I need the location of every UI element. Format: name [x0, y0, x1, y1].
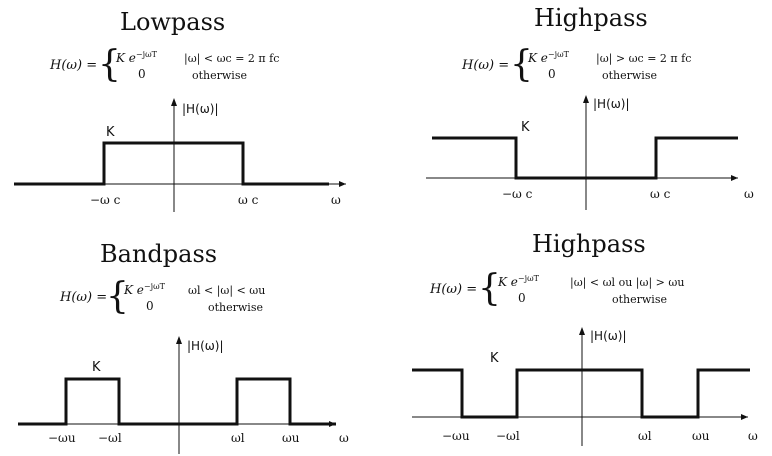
formula-zero: 0 [518, 291, 526, 305]
bandpass-title: Bandpass [100, 240, 218, 268]
tick-neg-omega-c: −ω c [90, 193, 121, 207]
x-axis-label: ω [748, 429, 758, 443]
tick-neg-omega-c: −ω c [502, 187, 533, 201]
formula-lhs: H(ω) = [50, 58, 98, 73]
tick-omega-u: ωu [692, 429, 710, 443]
formula-otherwise: otherwise [602, 69, 657, 82]
bandpass-plot: |H(ω)| K −ωu −ωl ωl ωu ω [18, 336, 349, 454]
y-axis-arrow [583, 95, 589, 103]
highpass-2-plot: |H(ω)| K −ωu −ωl ωl ωu ω [412, 327, 758, 446]
highpass-panel-2: Highpass H(ω) = { K e−jωT |ω| < ωl ou |ω… [386, 228, 772, 456]
y-axis-label: |H(ω)| [187, 339, 224, 353]
gain-label: K [106, 125, 115, 140]
highpass-1-title: Highpass [534, 4, 648, 32]
highpass-panel-1: Highpass H(ω) = { K e−jωT |ω| > ωc = 2 π… [386, 0, 772, 228]
formula-otherwise: otherwise [612, 293, 667, 306]
y-axis-label: |H(ω)| [590, 329, 627, 343]
formula-condition: ωl < |ω| < ωu [188, 284, 266, 297]
gain-label: K [490, 351, 499, 366]
x-axis-arrow [741, 414, 748, 420]
response-curve [432, 136, 738, 180]
formula-term-exp: −jωT [143, 282, 165, 291]
response-curve [18, 377, 336, 426]
formula-term-exp: −jωT [547, 50, 569, 59]
response-curve [412, 368, 750, 419]
formula-term-exp: −jωT [517, 274, 539, 283]
gain-label: K [521, 120, 530, 135]
response-curve [14, 141, 329, 186]
formula-term: K e−jωT [498, 274, 539, 289]
gain-label: K [92, 360, 101, 375]
tick-neg-omega-l: −ωl [496, 429, 520, 443]
formula-lhs: H(ω) = [430, 282, 478, 297]
highpass-2-title: Highpass [532, 230, 646, 258]
formula-term-base: K e [124, 283, 144, 297]
formula-term: K e−jωT [528, 50, 569, 65]
formula-condition: |ω| < ωc = 2 π fc [184, 52, 280, 65]
y-axis-arrow [579, 327, 585, 335]
formula-term-base: K e [498, 275, 518, 289]
formula-condition: |ω| > ωc = 2 π fc [596, 52, 692, 65]
tick-omega-c: ω c [650, 187, 671, 201]
tick-neg-omega-u: −ωu [442, 429, 470, 443]
y-axis-label: |H(ω)| [593, 97, 630, 111]
formula-otherwise: otherwise [192, 69, 247, 82]
formula-brace: { [98, 44, 121, 85]
formula-lhs: H(ω) = [60, 290, 108, 305]
formula-zero: 0 [548, 67, 556, 81]
x-axis-arrow [731, 175, 738, 181]
formula-otherwise: otherwise [208, 301, 263, 314]
formula-lhs: H(ω) = [462, 58, 510, 73]
y-axis-arrow [176, 336, 182, 344]
tick-omega-l: ωl [231, 431, 245, 445]
tick-neg-omega-u: −ωu [48, 431, 76, 445]
tick-omega-l: ωl [638, 429, 652, 443]
formula-zero: 0 [138, 67, 146, 81]
formula-condition: |ω| < ωl ou |ω| > ωu [570, 276, 685, 289]
y-axis-arrow [171, 98, 177, 106]
lowpass-plot: |H(ω)| K −ω c ω c ω [14, 98, 346, 212]
formula-term-base: K e [528, 51, 548, 65]
formula-zero: 0 [146, 299, 154, 313]
lowpass-panel: Lowpass H(ω) = { K e−jωT |ω| < ωc = 2 π … [0, 0, 386, 228]
lowpass-title: Lowpass [120, 8, 226, 36]
formula-term-base: K e [116, 51, 136, 65]
x-axis-label: ω [744, 187, 754, 201]
bandpass-panel: Bandpass H(ω) = { K e−jωT ωl < |ω| < ωu … [0, 228, 386, 456]
tick-omega-c: ω c [238, 193, 259, 207]
formula-brace: { [106, 276, 129, 317]
formula-brace: { [510, 44, 533, 85]
x-axis-arrow [339, 181, 346, 187]
x-axis-label: ω [331, 193, 341, 207]
y-axis-label: |H(ω)| [182, 102, 219, 116]
highpass-1-plot: |H(ω)| K −ω c ω c ω [426, 95, 754, 210]
x-axis-label: ω [339, 431, 349, 445]
formula-term: K e−jωT [124, 282, 165, 297]
formula-brace: { [478, 268, 501, 309]
tick-neg-omega-l: −ωl [98, 431, 122, 445]
tick-omega-u: ωu [282, 431, 300, 445]
formula-term: K e−jωT [116, 50, 157, 65]
formula-term-exp: −jωT [135, 50, 157, 59]
